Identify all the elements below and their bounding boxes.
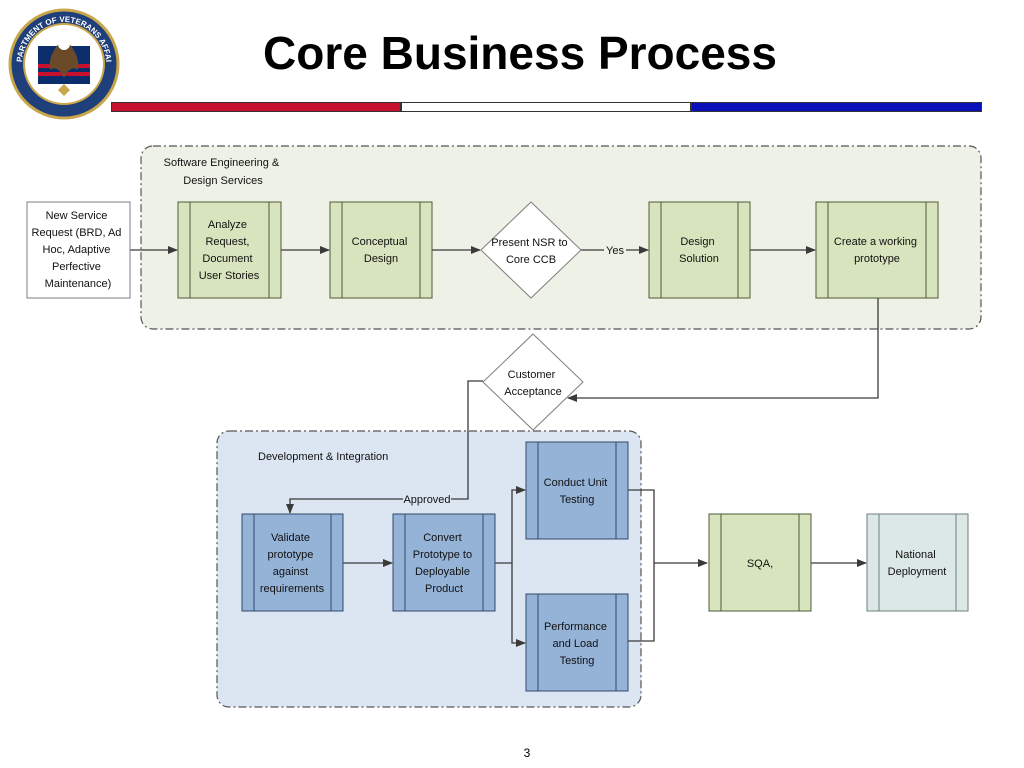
page-number: 3: [523, 746, 531, 760]
node-conceptual-design: [329, 201, 433, 299]
node-performance-testing-label: Performance and Load Testing: [544, 621, 610, 667]
edge-performance-to-sqa: [628, 563, 655, 642]
node-sqa-label: SQA,: [747, 558, 773, 570]
edge-label-approved: Approved: [403, 494, 450, 506]
node-convert-prototype: [392, 513, 496, 612]
node-new-service-request: [26, 201, 131, 299]
node-national-deployment-label: National Deployment: [888, 549, 947, 578]
node-analyze-request-label: Analyze Request, Document User Stories: [199, 219, 260, 282]
node-design-solution: [648, 201, 751, 299]
node-national-deployment: [866, 513, 969, 612]
node-create-prototype-label: Create a working prototype: [834, 236, 920, 265]
edge-convert-to-performance: [511, 563, 526, 647]
node-customer-acceptance-label: Customer Acceptance: [504, 369, 561, 398]
tricolor-rule: [111, 102, 982, 112]
rule-white-segment: [401, 102, 691, 112]
group-software-engineering-label: Software Engineering & Design Services: [164, 157, 283, 187]
node-present-nsr: [480, 201, 582, 299]
node-unit-testing-label: Conduct Unit Testing: [544, 477, 611, 506]
rule-blue-segment: [691, 102, 982, 112]
edge-prototype-to-acceptance: [567, 298, 879, 402]
node-validate-prototype-label: Validate prototype against requirements: [260, 532, 325, 595]
va-seal-logo: DEPARTMENT OF VETERANS AFFAIRS UNITED ST…: [8, 8, 120, 120]
edge-convert-to-unit: [495, 486, 526, 564]
edge-unit-to-sqa: [628, 489, 655, 563]
node-performance-testing: [525, 593, 629, 692]
node-design-solution-label: Design Solution: [679, 236, 719, 265]
node-sqa: [708, 513, 812, 612]
node-present-nsr-label: Present NSR to Core CCB: [491, 237, 570, 266]
edge-acceptance-to-validate: [286, 380, 483, 514]
group-development-label: Development & Integration: [258, 451, 388, 463]
rule-red-segment: [111, 102, 401, 112]
node-validate-prototype: [241, 513, 344, 612]
node-customer-acceptance: [482, 333, 584, 431]
edge-label-yes: Yes: [606, 245, 624, 257]
node-conceptual-design-label: Conceptual Design: [352, 236, 411, 265]
node-analyze-request: [177, 201, 282, 299]
slide-title: Core Business Process: [263, 27, 777, 79]
node-convert-prototype-label: Convert Prototype to Deployable Product: [413, 532, 475, 595]
node-create-prototype: [815, 201, 939, 299]
node-new-service-request-label: New Service Request (BRD, Ad Hoc, Adapti…: [32, 210, 125, 290]
node-unit-testing: [525, 441, 629, 540]
